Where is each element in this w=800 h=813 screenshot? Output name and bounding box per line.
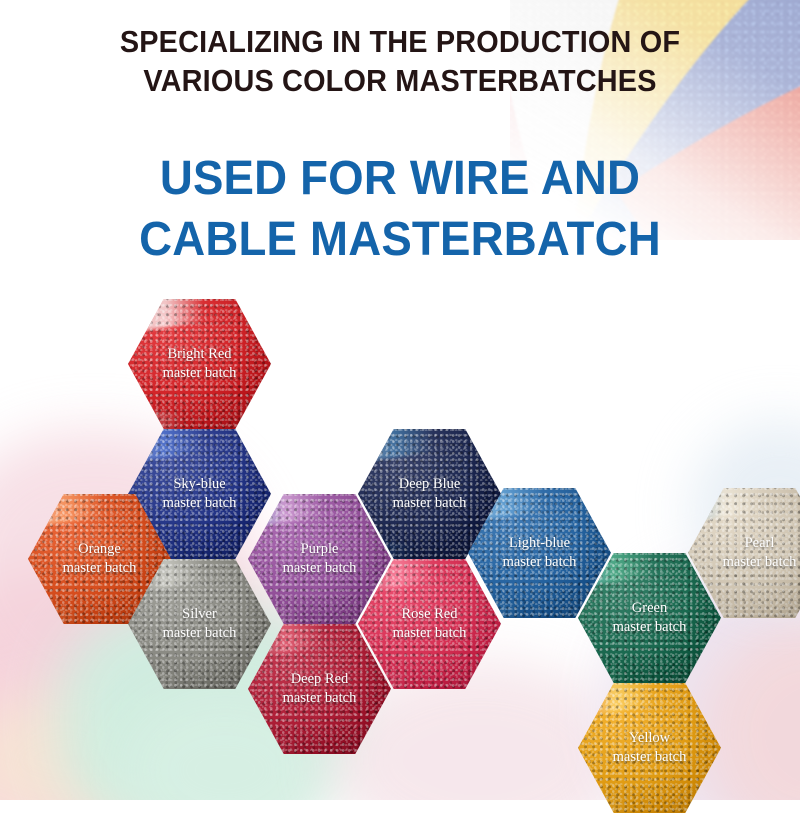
hex-label-name: Bright Red xyxy=(167,346,232,363)
hex-label: Purple master batch xyxy=(277,540,363,577)
hex-label-sub: master batch xyxy=(162,365,237,381)
headline-blue-line2: CABLE MASTERBATCH xyxy=(139,213,661,267)
hex-label-sub: master batch xyxy=(62,560,137,576)
hex-purple[interactable]: Purple master batch xyxy=(248,494,391,624)
headline-top-line2: VARIOUS COLOR MASTERBATCHES xyxy=(143,63,657,99)
hex-shading xyxy=(128,559,271,689)
headline-blue: USED FOR WIRE AND CABLE MASTERBATCH xyxy=(58,148,742,271)
headline-top: SPECIALIZING IN THE PRODUCTION OF VARIOU… xyxy=(75,22,726,101)
hex-label: Deep Blue master batch xyxy=(387,475,473,512)
hex-label-sub: master batch xyxy=(282,560,357,576)
hex-label-name: Deep Red xyxy=(290,671,349,688)
hex-rose-red[interactable]: Rose Red master batch xyxy=(358,559,501,689)
hex-label-name: Yellow xyxy=(628,730,671,747)
hex-label: Rose Red master batch xyxy=(387,605,473,642)
hex-label-name: Light-blue xyxy=(508,535,571,552)
hex-bright-red[interactable]: Bright Red master batch xyxy=(128,299,271,429)
hex-label-name: Pearl xyxy=(744,535,775,552)
hex-label: Silver master batch xyxy=(157,605,243,642)
hex-label-sub: master batch xyxy=(612,749,687,765)
hex-label-sub: master batch xyxy=(162,495,237,511)
hex-yellow[interactable]: Yellow master batch xyxy=(578,683,721,813)
hex-label-sub: master batch xyxy=(502,554,577,570)
hex-label-sub: master batch xyxy=(392,495,467,511)
hex-label-name: Rose Red xyxy=(401,606,458,623)
hex-label: Orange master batch xyxy=(57,540,143,577)
hex-deep-red[interactable]: Deep Red master batch xyxy=(248,624,391,754)
hex-shading xyxy=(248,494,391,624)
hex-granule-texture xyxy=(128,559,271,689)
hex-label-sub: master batch xyxy=(722,554,797,570)
headline-block: SPECIALIZING IN THE PRODUCTION OF VARIOU… xyxy=(0,22,800,101)
hex-label-name: Purple xyxy=(300,541,339,558)
hex-label: Deep Red master batch xyxy=(277,670,363,707)
hex-label-sub: master batch xyxy=(392,625,467,641)
hex-label-sub: master batch xyxy=(282,690,357,706)
hex-label: Pearl master batch xyxy=(717,534,800,571)
hex-label: Light-blue master batch xyxy=(497,534,583,571)
headline-blue-line1: USED FOR WIRE AND xyxy=(159,152,641,205)
hex-label: Bright Red master batch xyxy=(157,345,243,382)
hex-label: Yellow master batch xyxy=(607,729,693,766)
headline-top-line1: SPECIALIZING IN THE PRODUCTION OF xyxy=(119,24,681,59)
hex-shading xyxy=(358,559,501,689)
hex-granule-texture xyxy=(248,494,391,624)
hex-label-sub: master batch xyxy=(612,619,687,635)
hex-label-name: Silver xyxy=(182,606,217,623)
hex-label-name: Green xyxy=(631,600,668,617)
hex-label-name: Sky-blue xyxy=(173,476,226,493)
hex-label-name: Orange xyxy=(78,541,121,558)
hex-granule-texture xyxy=(248,624,391,754)
hex-label-name: Deep Blue xyxy=(398,476,461,493)
hex-label: Sky-blue master batch xyxy=(157,475,243,512)
hex-silver[interactable]: Silver master batch xyxy=(128,559,271,689)
hex-label: Green master batch xyxy=(607,599,693,636)
hex-shading xyxy=(248,624,391,754)
hex-light-blue[interactable]: Light-blue master batch xyxy=(468,488,611,618)
hex-granule-texture xyxy=(358,559,501,689)
hex-label-sub: master batch xyxy=(162,625,237,641)
